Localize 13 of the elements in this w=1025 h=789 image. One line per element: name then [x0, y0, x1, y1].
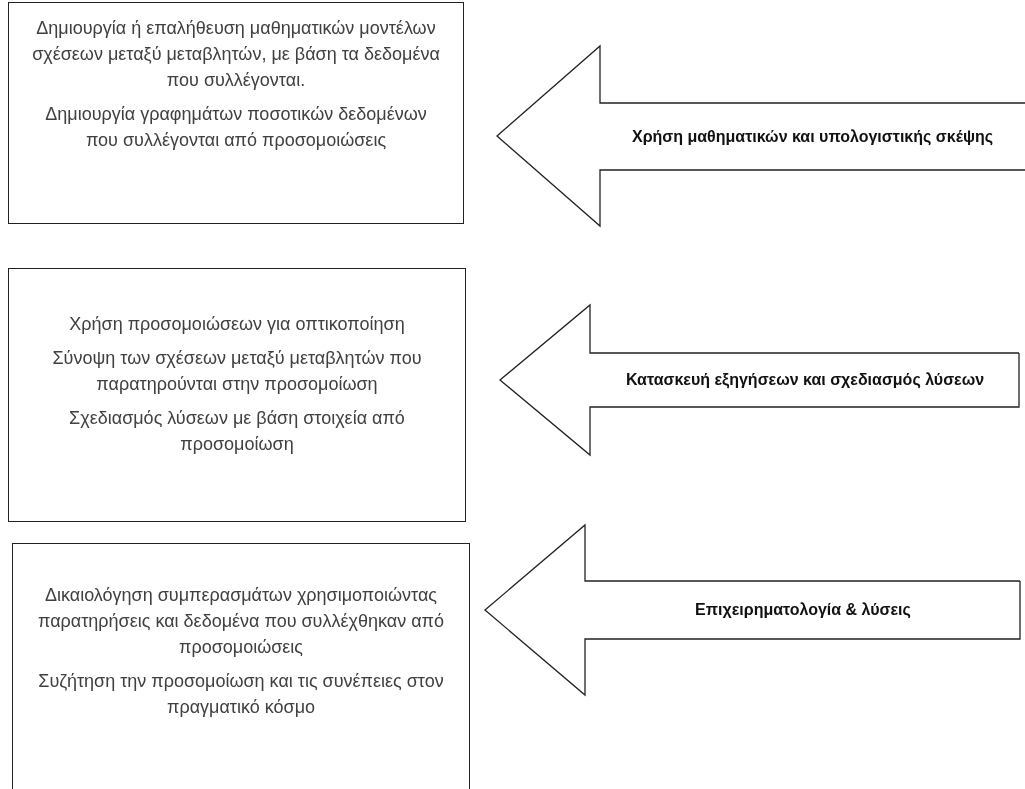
box-text: Σύνοψη των σχέσεων μεταξύ μεταβλητών που παρατηρούνται στην προσομοίωση: [51, 347, 423, 396]
arrow-label: Χρήση μαθηματικών και υπολογιστικής σκέψης: [631, 126, 994, 147]
box-text: Δημιουργία ή επαλήθευση μαθηματικών μοντέλων σχέσεων μεταξύ μεταβλητών, με βάση τα δεδομένα που συλλέγονται.: [31, 17, 441, 92]
text-box: [12, 543, 470, 789]
box-text: Χρήση προσομοιώσεων για οπτικοποίηση: [69, 313, 405, 336]
box-text: Δημιουργία γραφημάτων ποσοτικών δεδομένων που συλλέγονται από προσομοιώσεις: [44, 103, 428, 152]
box-text: Δικαιολόγηση συμπερασμάτων χρησιμοποιώντας παρατηρήσεις και δεδομένα που συλλέχθηκαν από προσομοιώσεις: [37, 584, 445, 659]
text-box: [8, 268, 466, 522]
arrow-label: Κατασκευή εξηγήσεων και σχεδιασμός λύσεων: [625, 370, 985, 391]
box-text: Σχεδιασμός λύσεων με βάση στοιχεία από προσομοίωση: [68, 407, 406, 456]
arrow-label: Επιχειρηματολογία & λύσεις: [695, 600, 911, 620]
text-box: [8, 2, 464, 224]
box-text: Συζήτηση την προσομοίωση και τις συνέπειες στον πραγματικό κόσμο: [37, 670, 445, 719]
